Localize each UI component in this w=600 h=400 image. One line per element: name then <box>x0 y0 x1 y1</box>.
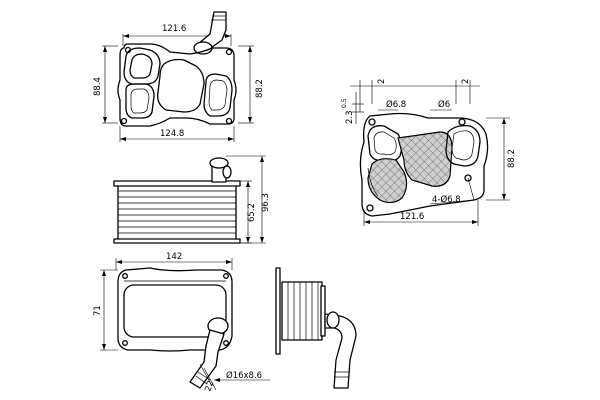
dim-label-right-width: 121.6 <box>400 212 424 222</box>
end-plate-left <box>275 267 281 355</box>
bolt-hole-top-2 <box>225 48 233 56</box>
port-lower-left-top <box>125 83 155 119</box>
mesh-area-lower <box>367 158 408 204</box>
pipe-end <box>324 311 357 389</box>
bolt-hole-right-2 <box>458 118 466 126</box>
dim-label-right-holes: 4-Ø6.8 <box>432 194 461 205</box>
dim-top-height-left: 88.4 <box>93 45 118 124</box>
flange-outline-bottom <box>117 267 233 352</box>
dim-label-pipe-diameter: Ø16x8.6 <box>226 370 262 381</box>
right-view: 2 2 2.3 0.5 Ø6.8 Ø6 <box>341 79 517 226</box>
bolt-hole-right-1 <box>368 118 376 126</box>
dim-top-height-right: 88.2 <box>238 45 265 124</box>
dim-label-bottom-width: 142 <box>166 252 182 262</box>
bolt-hole-bottom-3 <box>122 340 128 346</box>
dim-label-pipe-length: 22 <box>203 379 216 393</box>
end-plate-right <box>320 285 326 337</box>
dim-label-top-height-left: 88.4 <box>93 77 103 96</box>
dim-label-side-core: 65.2 <box>247 203 257 222</box>
dim-right-height: 88.2 <box>486 117 517 201</box>
port-left-top <box>123 47 161 85</box>
dim-bottom-height: 71 <box>93 269 118 351</box>
port-right-right <box>445 124 481 167</box>
dim-label-right-hole-a: Ø6.8 <box>386 99 406 110</box>
dim-side-total: 96.3 <box>226 155 271 244</box>
bolt-hole-bottom-4 <box>223 340 229 346</box>
pipe-bottom <box>189 317 229 389</box>
port-right-top <box>203 73 233 117</box>
port-right-top-inner <box>208 79 228 111</box>
dim-pipe-length: 22 <box>199 363 217 393</box>
dim-label-top-height-right: 88.2 <box>255 79 265 98</box>
port-left-right <box>367 125 403 162</box>
dim-side-core: 65.2 <box>238 180 257 244</box>
central-body-top <box>157 58 205 113</box>
cooler-bottom-plate-side <box>113 238 241 244</box>
dim-right-hole-b: Ø6 <box>430 99 452 111</box>
port-left-top-inner <box>129 53 153 79</box>
dim-label-right-offset-h: 2.3 <box>345 110 355 124</box>
dim-right-hole-a: Ø6.8 <box>378 99 406 111</box>
end-view <box>275 267 357 389</box>
bolt-hole-bottom-2 <box>223 273 229 279</box>
pipe-top <box>193 11 227 55</box>
dim-bottom-width: 142 <box>115 252 233 270</box>
dim-label-bottom-height: 71 <box>93 305 103 316</box>
plate-outline-top <box>117 43 237 127</box>
dim-right-offsets: 2 2 <box>350 79 480 112</box>
dim-label-top-width-upper: 121.6 <box>162 24 186 34</box>
core-outline-bottom <box>123 284 227 338</box>
port-lower-right-outline <box>367 167 379 197</box>
side-view: 65.2 96.3 <box>113 155 271 244</box>
dim-label-top-width-lower: 124.8 <box>160 129 184 139</box>
mesh-area-center <box>397 131 453 187</box>
port-left-right-inner <box>373 131 397 156</box>
bolt-hole-right-4 <box>464 174 472 182</box>
end-fins <box>287 282 319 340</box>
port-right-right-inner <box>451 130 475 161</box>
dim-right-offset-h: 2.3 0.5 <box>341 92 364 124</box>
dim-right-holes: 4-Ø6.8 <box>429 177 475 205</box>
bolt-hole-bottom-1 <box>122 273 128 279</box>
dim-label-right-height: 88.2 <box>507 149 517 168</box>
dim-label-right-hole-b: Ø6 <box>438 99 450 110</box>
dim-right-width: 121.6 <box>363 200 479 226</box>
dim-top-width-lower: 124.8 <box>119 126 235 142</box>
cooler-core-side <box>117 184 237 241</box>
bottom-view: 142 71 22 <box>93 252 270 393</box>
port-lower-left-top-inner <box>130 88 150 114</box>
top-view: 121.6 88.4 88.2 124.8 <box>93 11 265 142</box>
bolt-hole-right-3 <box>366 204 374 212</box>
bolt-hole-top-3 <box>120 117 128 125</box>
dim-pipe-diameter: Ø16x8.6 <box>214 370 270 382</box>
dim-label-right-offset-h-tol: 0.5 <box>341 98 348 108</box>
pipe-side <box>209 157 232 183</box>
bolt-hole-top-1 <box>124 46 132 54</box>
cooler-fins <box>118 190 236 234</box>
dim-label-right-offset-b: 2 <box>461 79 471 84</box>
bolt-hole-top-4 <box>225 117 233 125</box>
cooler-top-plate-side <box>113 180 241 187</box>
dim-label-right-offset-a: 2 <box>377 79 387 84</box>
dim-label-side-total: 96.3 <box>261 193 271 212</box>
